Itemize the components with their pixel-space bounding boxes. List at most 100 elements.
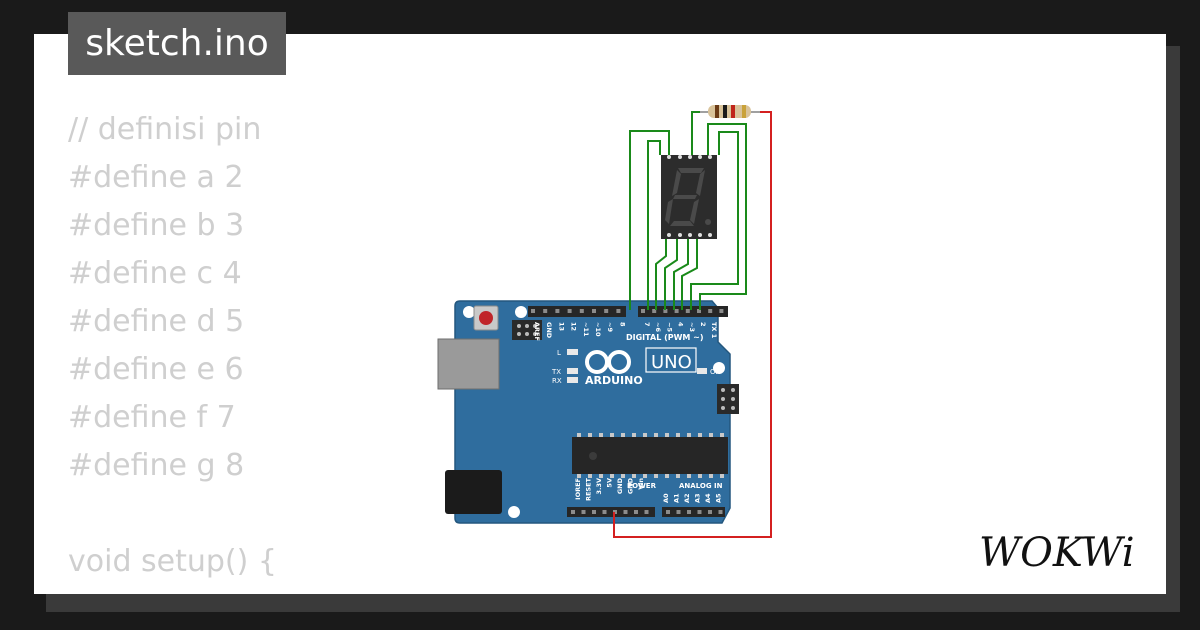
analog-header-label: ANALOG IN: [679, 482, 723, 490]
digital-pin-hole[interactable]: [641, 309, 645, 313]
power-pin-hole[interactable]: [571, 510, 575, 514]
display-segments: [665, 168, 711, 226]
analog-pin-label: A2: [683, 493, 691, 503]
mounting-hole: [713, 362, 725, 374]
resistor[interactable]: [700, 105, 760, 118]
reset-button[interactable]: [473, 305, 499, 331]
wokwi-logo-text: WOKWi: [979, 530, 1135, 576]
icsp-header: [512, 320, 542, 340]
digital-pin-hole[interactable]: [567, 309, 572, 313]
digital-pin-hole[interactable]: [543, 309, 548, 313]
analog-pin-label: A4: [704, 493, 712, 503]
digital-pin-holes: [531, 309, 724, 313]
analog-pin-hole[interactable]: [687, 510, 691, 514]
usb-port: [437, 338, 500, 390]
digital-pin-hole[interactable]: [555, 309, 560, 313]
power-pin-label: RESET: [585, 477, 593, 501]
power-header-label: POWER: [627, 482, 657, 490]
digital-pin-label: ~6: [654, 322, 662, 332]
digital-pin-label: ~3: [688, 322, 696, 332]
analog-pin-label: A0: [662, 493, 670, 503]
signal-wires: [629, 123, 747, 310]
led-l: L: [557, 349, 578, 357]
digital-pin-label: GND: [545, 322, 553, 339]
mounting-hole: [508, 506, 520, 518]
digital-pin-label: ~10: [594, 322, 602, 337]
resistor-lead: [691, 111, 706, 156]
digital-pin-label: AREF: [533, 322, 541, 341]
display-pins-bottom: [667, 233, 712, 237]
code-line: void setup() {: [68, 544, 277, 579]
uno-badge: [645, 347, 697, 373]
code-line: #define f 7: [68, 400, 236, 435]
digital-pin-hole[interactable]: [708, 309, 713, 313]
power-pin-label: Vin: [637, 478, 645, 490]
power-pin-hole[interactable]: [592, 510, 596, 514]
display-pins-top: [667, 155, 712, 159]
svg-text:L: L: [557, 349, 561, 357]
digital-pin-hole[interactable]: [663, 309, 668, 313]
power-pin-hole[interactable]: [623, 510, 628, 514]
led-on: ON: [697, 368, 721, 376]
power-pin-hole[interactable]: [634, 510, 638, 514]
digital-pin-label: 2: [699, 322, 707, 327]
atmega-chip: [572, 433, 728, 478]
power-jack: [445, 470, 502, 514]
power-pin-label: 3.3V: [595, 478, 603, 495]
digital-pin-hole[interactable]: [652, 309, 657, 313]
analog-header: [662, 507, 725, 517]
digital-pin-hole[interactable]: [674, 309, 679, 313]
led-tx: TX: [551, 368, 578, 376]
led-rx: RX: [552, 377, 578, 385]
digital-pin-label: ~9: [606, 322, 614, 332]
digital-pin-hole[interactable]: [531, 309, 535, 313]
analog-pin-hole[interactable]: [718, 510, 723, 514]
arduino-brand-label: ARDUINO: [585, 374, 643, 387]
power-pin-label: 5V: [606, 478, 614, 488]
code-preview: // definisi pin #define a 2 #define b 3 …: [68, 106, 408, 594]
analog-pin-hole[interactable]: [708, 510, 712, 514]
icsp-header-2: [717, 384, 739, 414]
digital-pin-label: 12: [570, 322, 578, 331]
digital-pin-hole[interactable]: [697, 309, 701, 313]
svg-text:TX: TX: [551, 368, 561, 376]
seven-segment-display[interactable]: [661, 155, 717, 239]
analog-pin-label: A1: [673, 493, 681, 503]
digital-pin-label: 4: [677, 322, 685, 327]
mounting-hole: [515, 306, 527, 318]
power-header: [567, 507, 655, 517]
digital-pin-hole[interactable]: [579, 309, 584, 313]
power-pin-label: GND: [616, 477, 624, 494]
power-pin-hole[interactable]: [644, 510, 649, 514]
code-line: #define c 4: [68, 256, 242, 291]
code-line: // definisi pin: [68, 112, 262, 147]
power-pin-hole[interactable]: [581, 510, 586, 514]
analog-pin-hole[interactable]: [666, 510, 670, 514]
digital-pin-hole[interactable]: [604, 309, 609, 313]
digital-pin-label: 7: [643, 322, 651, 327]
code-line: #define b 3: [68, 208, 245, 243]
svg-text:RX: RX: [552, 377, 562, 385]
svg-text:ON: ON: [710, 368, 721, 376]
digital-pin-hole[interactable]: [685, 309, 690, 313]
mounting-hole: [463, 306, 475, 318]
analog-pin-hole[interactable]: [676, 510, 681, 514]
power-pin-hole[interactable]: [602, 510, 607, 514]
digital-pin-hole[interactable]: [592, 309, 596, 313]
wokwi-logo[interactable]: WOKWi: [975, 526, 1150, 576]
power-pin-label: GND: [627, 477, 635, 494]
code-line: #define d 5: [68, 304, 245, 339]
digital-pin-hole[interactable]: [719, 309, 724, 313]
digital-header-label: DIGITAL (PWM ~): [626, 333, 704, 342]
digital-pin-hole[interactable]: [616, 309, 621, 313]
code-line: #define e 6: [68, 352, 244, 387]
power-pin-label: IOREF: [574, 478, 582, 500]
digital-pin-label: ~5: [665, 322, 673, 332]
sketch-filename[interactable]: sketch.ino: [68, 12, 286, 75]
uno-model-label: UNO: [651, 352, 692, 373]
code-line: #define a 2: [68, 160, 244, 195]
analog-pin-hole[interactable]: [697, 510, 702, 514]
